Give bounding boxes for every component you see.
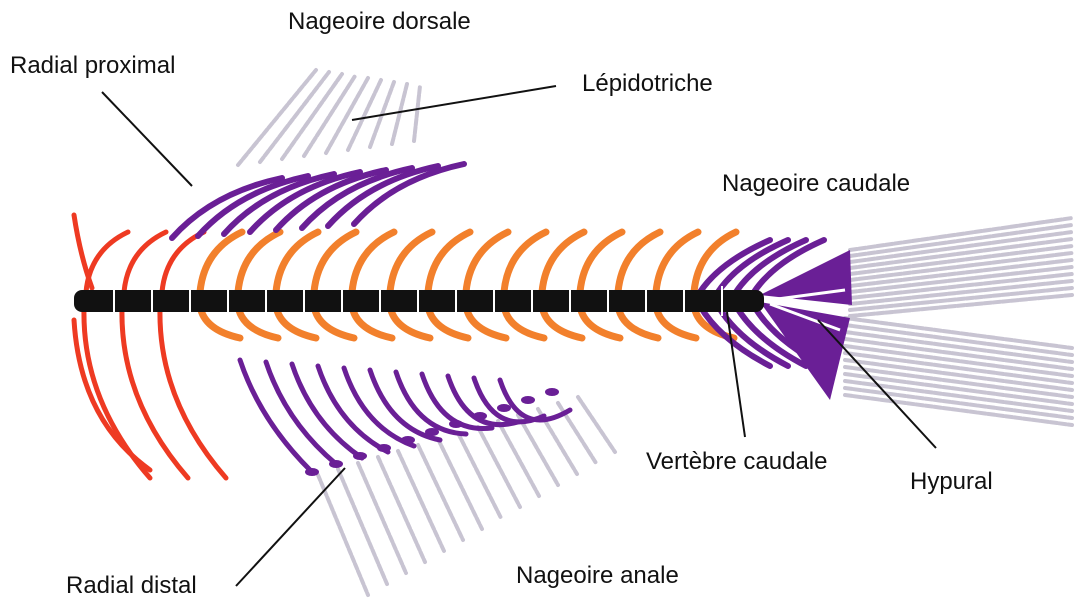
distal-radial — [353, 452, 367, 460]
label-caudal-fin: Nageoire caudale — [722, 172, 910, 196]
distal-radial — [473, 412, 487, 420]
distal-radial — [497, 404, 511, 412]
rib — [74, 215, 92, 288]
neural-spine — [200, 232, 242, 292]
anal-fin-ray — [378, 457, 425, 562]
distal-radial — [377, 444, 391, 452]
distal-radial — [329, 460, 343, 468]
label-anal-fin: Nageoire anale — [516, 564, 679, 588]
label-lepidotrichia: Lépidotriche — [582, 72, 713, 96]
label-proximal-radial: Radial proximal — [10, 54, 175, 78]
anal-fin-ray — [458, 433, 501, 518]
anal-fin-ray — [518, 415, 558, 485]
neural-spine — [352, 232, 394, 292]
distal-radial — [449, 420, 463, 428]
label-distal-radial: Radial distal — [66, 574, 197, 598]
neural-spine — [428, 232, 470, 292]
neural-spine — [466, 232, 508, 292]
neural-spine — [390, 232, 432, 292]
anal-proximal-radial — [266, 362, 336, 464]
anal-fin-ray — [418, 445, 463, 540]
neural-spine — [580, 232, 622, 292]
label-dorsal-fin: Nageoire dorsale — [288, 10, 471, 34]
anal-proximal-radial — [318, 366, 388, 452]
label-hypural: Hypural — [910, 470, 993, 494]
anal-fin-ray — [338, 469, 387, 584]
leader-distal-radial — [236, 468, 345, 586]
neural-spine — [656, 232, 698, 292]
anal-fin-ray — [318, 475, 368, 595]
anal-fin-ray — [358, 463, 406, 573]
caudal-skeleton — [700, 240, 852, 400]
anal-proximal-radial — [240, 360, 310, 470]
neural-spine — [124, 232, 166, 292]
label-caudal-vertebra: Vertèbre caudale — [646, 450, 827, 474]
dorsal-fin-ray — [414, 86, 420, 141]
anal-fin-ray — [478, 427, 520, 507]
neural-spine — [238, 232, 280, 292]
rib — [84, 308, 150, 478]
dorsal-fin-ray — [238, 70, 316, 165]
neural-spine — [542, 232, 584, 292]
anal-fin-ray — [498, 421, 539, 496]
distal-radial — [401, 436, 415, 444]
dorsal-fin-ray — [392, 84, 407, 144]
neural-spine — [276, 232, 318, 292]
distal-radial — [305, 468, 319, 476]
dorsal-fin-ray — [260, 72, 329, 162]
neural-spine — [314, 232, 356, 292]
distal-radial — [545, 388, 559, 396]
anal-proximal-radial — [344, 368, 414, 446]
neural-spine — [504, 232, 546, 292]
caudal-fin-rays — [845, 218, 1072, 425]
leader-lepidotrichia — [352, 86, 556, 120]
vertebral-column — [74, 286, 764, 316]
dorsal-fin-rays — [238, 70, 420, 165]
anal-proximal-radial — [292, 364, 362, 458]
distal-radial — [425, 428, 439, 436]
leader-proximal-radial — [102, 92, 192, 186]
anal-fin-ray — [398, 451, 444, 551]
neural-spine — [162, 232, 204, 292]
neural-spine — [618, 232, 660, 292]
dorsal-proximal-radials — [172, 164, 464, 238]
distal-radial — [521, 396, 535, 404]
anal-fin-ray — [438, 439, 482, 529]
